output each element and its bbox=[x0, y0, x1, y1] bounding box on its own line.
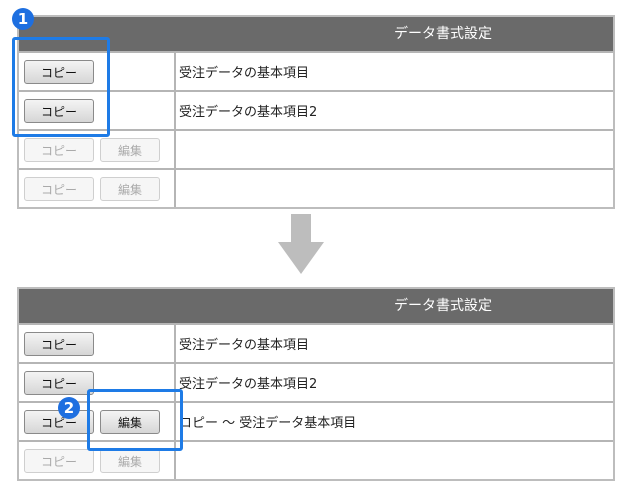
row-name bbox=[176, 131, 613, 168]
row-name bbox=[176, 442, 613, 479]
down-arrow-icon bbox=[278, 214, 324, 274]
step-badge-2: 2 bbox=[58, 397, 80, 419]
row-name bbox=[176, 170, 613, 207]
copy-button-disabled: コピー bbox=[24, 448, 94, 473]
row-name: 受注データの基本項目 bbox=[179, 338, 310, 353]
edit-button-disabled: 編集 bbox=[100, 448, 160, 473]
copy-button[interactable]: コピー bbox=[24, 98, 94, 123]
format-table-after: データ書式設定 コピー受注データの基本項目 コピー受注データの基本項目2 コピー… bbox=[17, 287, 615, 481]
copy-button-disabled: コピー bbox=[24, 176, 94, 201]
highlight-box-1 bbox=[12, 37, 110, 137]
copy-button[interactable]: コピー bbox=[24, 331, 94, 356]
table-row: コピー 受注データの基本項目2 bbox=[19, 90, 613, 129]
table-row: コピー 受注データの基本項目 bbox=[19, 323, 613, 362]
table-row: コピー 受注データの基本項目2 bbox=[19, 362, 613, 401]
table-header: データ書式設定 bbox=[19, 17, 613, 51]
row-name: 受注データの基本項目2 bbox=[179, 377, 318, 392]
edit-button[interactable]: 編集 bbox=[100, 409, 160, 434]
row-name: 受注データの基本項目 bbox=[179, 66, 310, 81]
row-name: 受注データの基本項目2 bbox=[179, 105, 318, 120]
highlight-box-2 bbox=[87, 389, 183, 451]
copy-button-disabled: コピー bbox=[24, 137, 94, 162]
row-name: コピー ～ 受注データ基本項目 bbox=[179, 416, 357, 431]
edit-button-disabled: 編集 bbox=[100, 137, 160, 162]
table-row: コピー編集 bbox=[19, 168, 613, 207]
copy-button[interactable]: コピー bbox=[24, 59, 94, 84]
step-badge-1: 1 bbox=[12, 8, 34, 30]
format-table-before: データ書式設定 コピー受注データの基本項目 コピー受注データの基本項目2 コピー… bbox=[17, 15, 615, 209]
table-row: コピー編集 bbox=[19, 129, 613, 168]
copy-button[interactable]: コピー bbox=[24, 370, 94, 395]
table-header: データ書式設定 bbox=[19, 289, 613, 323]
table-row: コピー 受注データの基本項目 bbox=[19, 51, 613, 90]
edit-button-disabled: 編集 bbox=[100, 176, 160, 201]
